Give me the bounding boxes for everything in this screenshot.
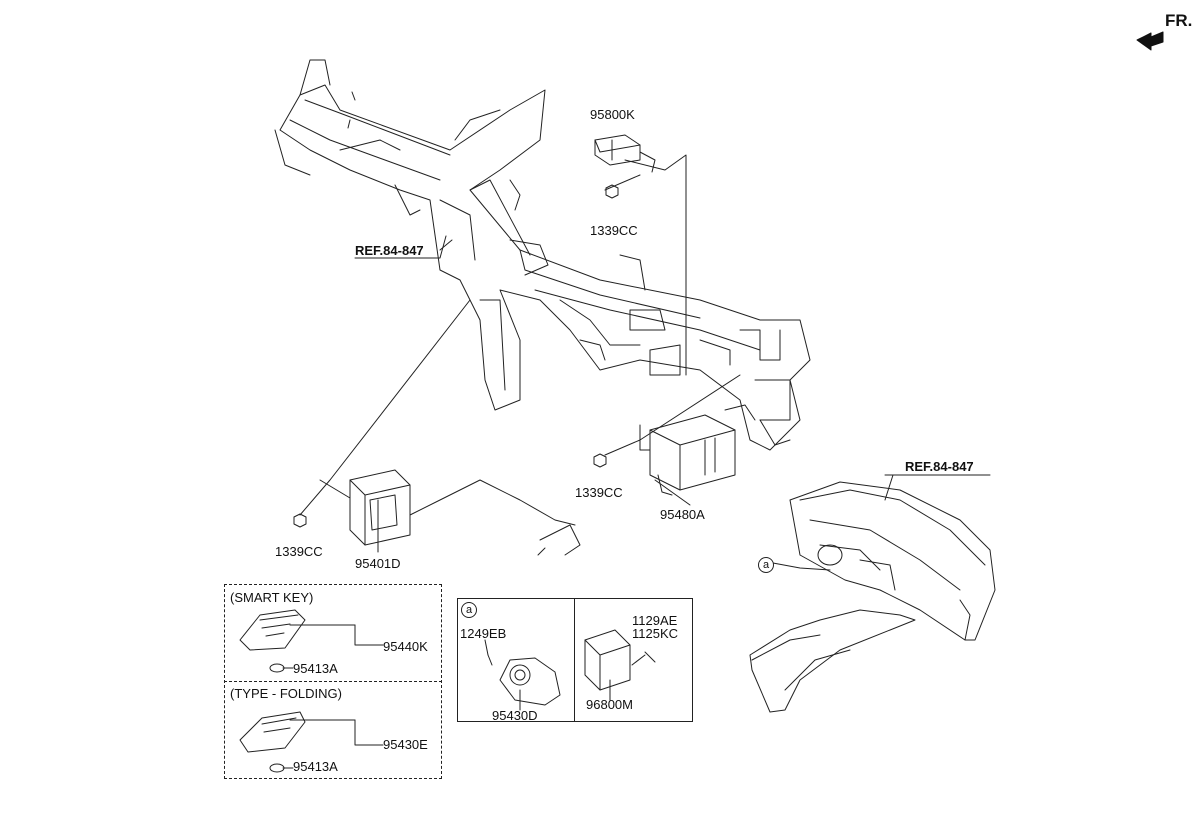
part-label-95413A-folding[interactable]: 95413A [293,759,338,774]
front-arrow-icon [1136,31,1164,51]
instrument-panel-overview [749,481,996,713]
part-label-1249EB[interactable]: 1249EB [460,626,507,641]
nut-1339CC-middle [593,453,607,468]
part-label-95401D[interactable]: 95401D [355,556,401,571]
dashboard-a-marker[interactable]: a [758,557,774,573]
key-options-divider [224,681,442,682]
nut-1339CC-left [293,513,307,528]
folding-key-fob [239,711,306,773]
part-label-1129AE[interactable]: 1129AE [632,613,678,628]
part-label-95440K[interactable]: 95440K [383,639,428,654]
front-label: FR. [1165,11,1193,30]
ref-label-right[interactable]: REF.84-847 [905,459,974,474]
part-label-95480A[interactable]: 95480A [660,507,705,522]
detail-a-box [457,598,693,722]
module-96800M [584,629,656,691]
part-label-95800K[interactable]: 95800K [590,107,635,122]
part-label-1125KC[interactable]: 1125KC [632,626,679,641]
detail-a-marker: a [461,602,477,618]
start-button-95430D [487,654,561,706]
module-95401D [319,469,581,556]
group-label-smart-key: (SMART KEY) [230,590,314,605]
part-label-96800M[interactable]: 96800M [586,697,633,712]
ref-label-upper[interactable]: REF.84-847 [355,243,424,258]
group-label-type-folding: (TYPE - FOLDING) [230,686,342,701]
cowl-crossbar-frame [274,59,811,451]
nut-1339CC-top [605,184,619,199]
module-95480A [639,414,736,496]
part-label-1339CC-middle[interactable]: 1339CC [575,485,623,500]
module-95800K [594,134,656,173]
smart-key-fob [239,609,306,673]
part-label-95430D[interactable]: 95430D [492,708,538,723]
part-label-95430E[interactable]: 95430E [383,737,428,752]
part-label-1339CC-left[interactable]: 1339CC [275,544,323,559]
part-label-1339CC-top[interactable]: 1339CC [590,223,638,238]
part-label-95413A-smart[interactable]: 95413A [293,661,338,676]
detail-a-divider [574,598,575,722]
